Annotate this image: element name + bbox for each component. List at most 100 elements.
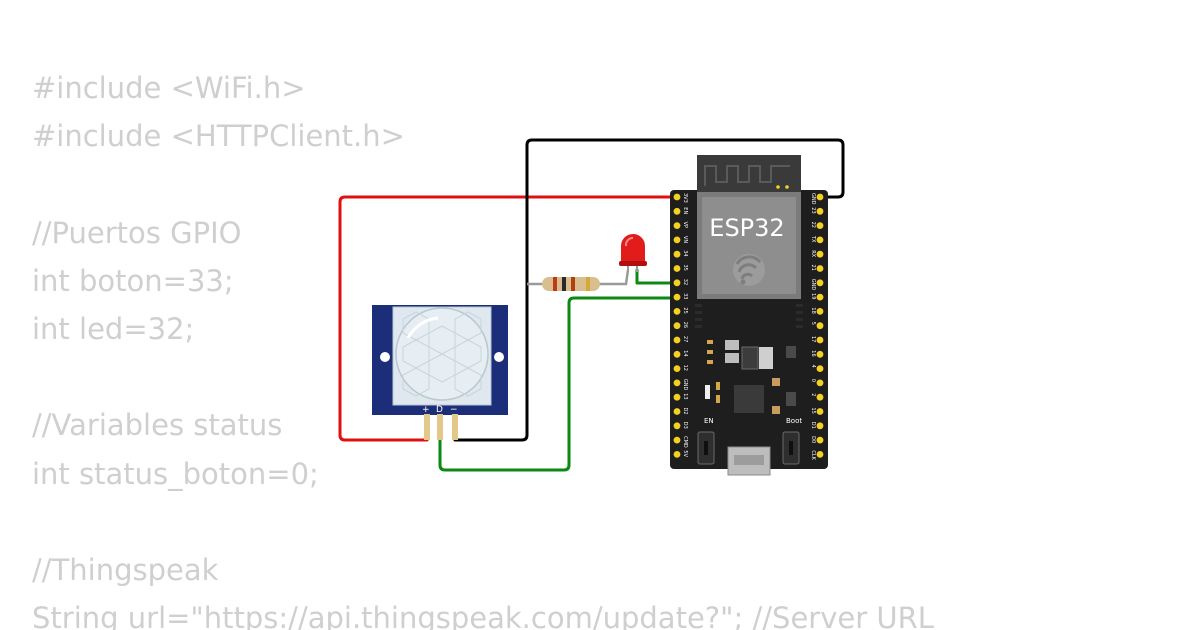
left-pin-pad[interactable] — [673, 379, 681, 387]
board-components — [705, 340, 796, 414]
left-pin-label: D3 — [682, 422, 688, 429]
left-pin-pad[interactable] — [673, 322, 681, 330]
left-pin-pad[interactable] — [673, 279, 681, 287]
right-pin-label: RX — [810, 250, 816, 257]
code-line: #include <HTTPClient.h> — [32, 119, 405, 154]
right-pin-label: 19 — [810, 293, 816, 299]
right-pin-label: 17 — [810, 336, 816, 342]
espressif-logo-icon — [733, 254, 765, 286]
left-pin-label: D2 — [682, 408, 688, 415]
code-line: //Puertos GPIO — [32, 215, 242, 250]
right-pin-pad[interactable] — [816, 222, 824, 230]
left-pin-pad[interactable] — [673, 293, 681, 301]
left-pin-label: CMD — [682, 436, 688, 448]
left-pin-pad[interactable] — [673, 265, 681, 272]
pir-mount-hole-left — [380, 352, 390, 362]
wire-green-led-to-gpio32[interactable] — [635, 268, 678, 285]
left-pin-pad[interactable] — [673, 350, 681, 358]
en-button-label: EN — [704, 417, 714, 425]
right-pin-pad[interactable] — [816, 279, 824, 287]
left-pin-label: EN — [682, 207, 688, 214]
right-pin-pad[interactable] — [816, 293, 824, 301]
left-pin-pad[interactable] — [673, 308, 681, 315]
right-pin-pad[interactable] — [816, 308, 824, 315]
right-pin-pad[interactable] — [816, 193, 824, 201]
board-title: ESP32 — [709, 214, 784, 242]
right-pin-pad[interactable] — [816, 422, 824, 430]
left-pin-label: 34 — [682, 250, 688, 256]
code-text-background: #include <WiFi.h>#include <HTTPClient.h>… — [32, 64, 934, 630]
right-pin-label: 16 — [810, 350, 816, 356]
left-pin-pad[interactable] — [673, 207, 681, 215]
right-pin-label: 22 — [810, 222, 816, 228]
left-pin-label: 35 — [682, 265, 688, 271]
right-pin-pad[interactable] — [816, 408, 824, 415]
pir-motion-sensor[interactable]: + D − — [372, 305, 508, 440]
right-pin-label: 0 — [810, 379, 816, 382]
left-pin-pad[interactable] — [673, 408, 681, 415]
red-led[interactable] — [619, 234, 647, 272]
right-pin-pad[interactable] — [816, 393, 824, 401]
right-pin-pad[interactable] — [816, 451, 824, 458]
right-pin-pad[interactable] — [816, 336, 824, 344]
right-pin-label: GND — [810, 193, 816, 205]
left-pin-label: 14 — [682, 350, 688, 356]
left-pin-pad[interactable] — [673, 336, 681, 344]
left-pin-pad[interactable] — [673, 393, 681, 401]
right-pin-label: 21 — [810, 265, 816, 271]
boot-button[interactable] — [782, 431, 800, 465]
wire-red-3v3-to-pir-vcc[interactable] — [338, 195, 678, 442]
left-pin-pad[interactable] — [673, 422, 681, 430]
pir-pin-gnd[interactable] — [452, 414, 458, 440]
pir-pin-vcc[interactable] — [424, 414, 430, 440]
right-pin-label: 23 — [810, 207, 816, 213]
left-pin-pad[interactable] — [673, 222, 681, 230]
right-pin-label: D1 — [810, 422, 816, 429]
en-button[interactable] — [697, 431, 715, 465]
resistor-lead-right — [598, 269, 630, 286]
left-pin-label: VN — [682, 236, 688, 243]
pir-pin-data[interactable] — [437, 414, 443, 440]
micro-usb-port[interactable] — [727, 446, 771, 476]
right-pin-label: D0 — [810, 436, 816, 443]
right-pin-pad[interactable] — [816, 322, 824, 330]
right-pin-pad[interactable] — [816, 350, 824, 358]
left-pin-label: 32 — [682, 279, 688, 285]
right-pin-label: TX — [810, 235, 816, 243]
left-pin-label: 33 — [682, 293, 688, 299]
right-pin-label: 4 — [810, 365, 816, 368]
wire-green-pir-out-to-gpio33[interactable] — [438, 296, 678, 472]
pir-pin-label-data: D — [436, 405, 443, 415]
left-pin-label: VP — [682, 222, 688, 228]
left-pin-label: 27 — [682, 336, 688, 342]
left-pin-header: 3V3ENVPVN343532332526271412GND13D2D3CMD5… — [673, 193, 688, 458]
left-pin-pad[interactable] — [673, 236, 681, 244]
left-pin-label: 5V — [682, 450, 688, 457]
left-pin-pad[interactable] — [673, 193, 681, 201]
left-pin-pad[interactable] — [673, 451, 681, 458]
left-pin-pad[interactable] — [673, 250, 681, 258]
left-pin-pad[interactable] — [673, 436, 681, 444]
right-pin-pad[interactable] — [816, 265, 824, 272]
left-pin-pad[interactable] — [673, 365, 681, 372]
code-line: String url="https://api.thingspeak.com/u… — [32, 601, 934, 630]
pir-pin-label-gnd: − — [450, 405, 458, 415]
left-pin-label: GND — [682, 379, 688, 391]
code-line: int boton=33; — [32, 263, 234, 298]
right-pin-label: CLK — [810, 450, 816, 460]
esp32-devkit-board[interactable]: ESP32 — [670, 155, 828, 476]
wire-black-pir-gnd-to-esp-gnd[interactable] — [453, 138, 845, 442]
pir-pin-label-vcc: + — [422, 405, 430, 415]
right-pin-label: 2 — [810, 393, 816, 396]
right-pin-pad[interactable] — [816, 236, 824, 244]
right-pin-pad[interactable] — [816, 365, 824, 372]
resistor[interactable] — [542, 277, 600, 291]
pir-mount-hole-right — [494, 352, 504, 362]
right-pin-pad[interactable] — [816, 436, 824, 444]
right-pin-pad[interactable] — [816, 207, 824, 215]
right-pin-pad[interactable] — [816, 379, 824, 387]
right-pin-pad[interactable] — [816, 250, 824, 258]
boot-button-label: Boot — [786, 417, 802, 425]
